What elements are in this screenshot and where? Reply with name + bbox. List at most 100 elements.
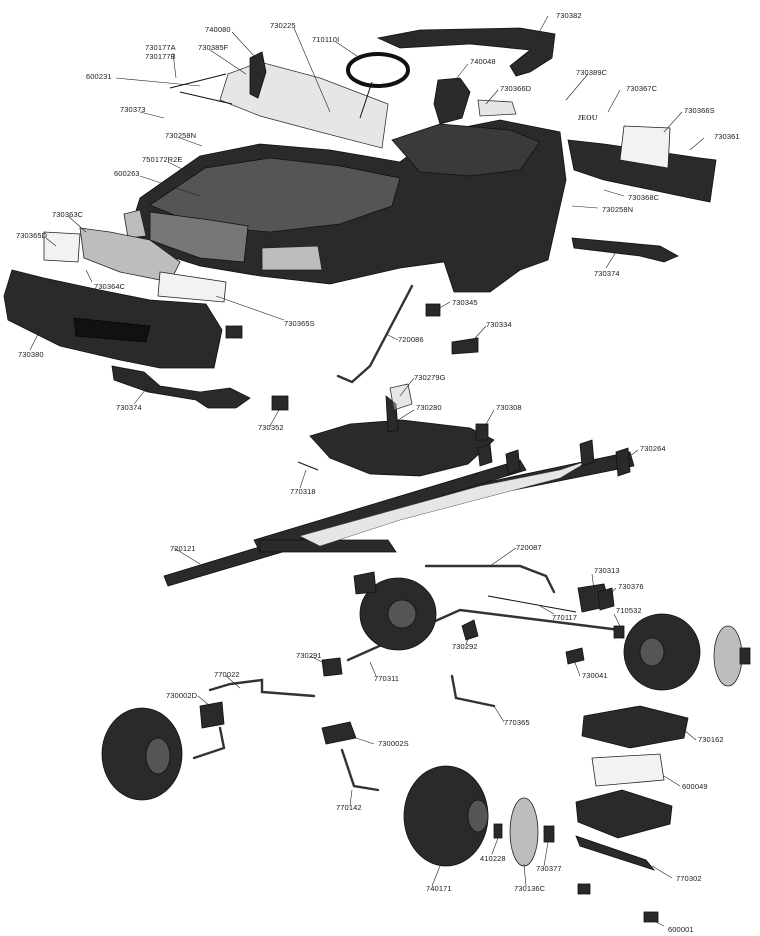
label-730041: 730041 bbox=[582, 671, 608, 680]
label-730366d: 730366D bbox=[500, 84, 532, 93]
front-indicator bbox=[157, 271, 227, 303]
label-730374-right: 730374 bbox=[594, 269, 620, 278]
spindle-left bbox=[192, 726, 226, 760]
label-730334: 730334 bbox=[486, 320, 512, 329]
label-730365d: 730365D bbox=[16, 231, 48, 240]
steering-wheel bbox=[346, 52, 410, 88]
label-710110i: 710110I bbox=[312, 35, 340, 44]
floor-pan bbox=[309, 419, 495, 477]
label-770302: 770302 bbox=[676, 874, 702, 883]
cockpit-opening bbox=[391, 123, 541, 177]
frame-upright-4 bbox=[477, 443, 493, 467]
bumper-bracket-right bbox=[571, 237, 679, 263]
label-730377: 730377 bbox=[536, 864, 562, 873]
frame-upright-3 bbox=[505, 449, 521, 475]
label-740048: 740048 bbox=[470, 57, 496, 66]
battery-tray bbox=[575, 789, 673, 839]
label-770117: 770117 bbox=[552, 613, 578, 622]
label-770365: 770365 bbox=[504, 718, 530, 727]
rear-light bbox=[619, 125, 671, 169]
label-720121: 720121 bbox=[170, 544, 196, 553]
label-730136c: 730136C bbox=[514, 884, 546, 893]
spindle-770142 bbox=[340, 748, 380, 792]
frame-upright-2 bbox=[615, 447, 631, 477]
kingpin-730002d bbox=[199, 701, 225, 729]
label-730258n-top: 730258N bbox=[165, 131, 197, 140]
emblem-decal: ᴊᴇᴏᴜ bbox=[578, 111, 598, 123]
label-730258n-side: 730258N bbox=[602, 205, 634, 214]
label-730291: 730291 bbox=[296, 651, 322, 660]
label-730308: 730308 bbox=[496, 403, 522, 412]
seat-back bbox=[433, 77, 471, 125]
hubcap-rear bbox=[713, 625, 743, 687]
bumper-vent bbox=[73, 317, 151, 343]
rear-rim-right bbox=[639, 637, 665, 667]
axle-bar-720087 bbox=[424, 564, 556, 594]
rod-770365 bbox=[450, 674, 496, 708]
hubcap-front bbox=[509, 797, 539, 867]
label-730279g: 730279G bbox=[414, 373, 446, 382]
label-720086: 720086 bbox=[398, 335, 424, 344]
label-770318: 770318 bbox=[290, 487, 316, 496]
label-730177b: 730177B bbox=[145, 52, 176, 61]
bracket-730376 bbox=[597, 587, 615, 611]
shift-knob-light bbox=[389, 383, 413, 411]
label-730292: 730292 bbox=[452, 642, 478, 651]
label-730313: 730313 bbox=[594, 566, 620, 575]
label-600263: 600263 bbox=[114, 169, 140, 178]
cap-730377 bbox=[543, 825, 555, 843]
label-730162: 730162 bbox=[698, 735, 724, 744]
label-730225: 730225 bbox=[270, 21, 296, 30]
battery-cover-730162 bbox=[581, 705, 689, 749]
battery-600049 bbox=[591, 753, 665, 787]
label-730389c: 730389C bbox=[576, 68, 608, 77]
label-750172r2e: 750172R2E bbox=[142, 155, 183, 164]
label-740171: 740171 bbox=[426, 884, 452, 893]
label-730368c: 730368C bbox=[628, 193, 660, 202]
bolt-410228 bbox=[493, 823, 503, 839]
label-730385f: 730385F bbox=[198, 43, 229, 52]
frame-upright-1 bbox=[579, 439, 595, 467]
front-rim-right bbox=[467, 799, 489, 833]
label-770142: 770142 bbox=[336, 803, 362, 812]
front-rim-left bbox=[145, 737, 171, 775]
leader-lines bbox=[29, 15, 705, 927]
label-730380: 730380 bbox=[18, 350, 44, 359]
label-730345: 730345 bbox=[452, 298, 478, 307]
steering-column bbox=[359, 81, 373, 119]
fog-light bbox=[43, 231, 81, 263]
rear-spoiler bbox=[376, 27, 556, 77]
rear-rim-left bbox=[387, 599, 417, 629]
motor-gear bbox=[353, 571, 377, 595]
label-770311: 770311 bbox=[374, 674, 400, 683]
windshield bbox=[219, 61, 389, 149]
label-600231: 600231 bbox=[86, 72, 112, 81]
wiper-blade bbox=[169, 73, 233, 105]
label-730264: 730264 bbox=[640, 444, 666, 453]
hub-nut-rear bbox=[739, 647, 751, 665]
label-730352: 730352 bbox=[258, 423, 284, 432]
windshield-post bbox=[249, 51, 267, 99]
bushing-730292 bbox=[461, 619, 479, 641]
label-770022: 770022 bbox=[214, 670, 240, 679]
label-730002s: 730002S bbox=[378, 739, 409, 748]
label-600001: 600001 bbox=[668, 925, 694, 934]
headlight-right bbox=[261, 245, 323, 271]
frame-crossbar bbox=[259, 539, 397, 553]
rear-light-white bbox=[477, 99, 517, 117]
clip-730352 bbox=[271, 395, 289, 411]
screw-770318 bbox=[297, 461, 319, 471]
clip-730334 bbox=[451, 337, 479, 355]
label-730365s: 730365S bbox=[284, 319, 315, 328]
label-730002d: 730002D bbox=[166, 691, 198, 700]
shift-rod bbox=[336, 284, 414, 384]
front-bumper bbox=[3, 269, 223, 369]
label-730373: 730373 bbox=[120, 105, 146, 114]
kingpin-730002s bbox=[321, 721, 357, 745]
clip-small-2 bbox=[577, 883, 591, 895]
steering-link-770022 bbox=[208, 678, 316, 698]
bumper-bracket-left bbox=[111, 365, 251, 409]
clip-730345 bbox=[425, 303, 441, 317]
